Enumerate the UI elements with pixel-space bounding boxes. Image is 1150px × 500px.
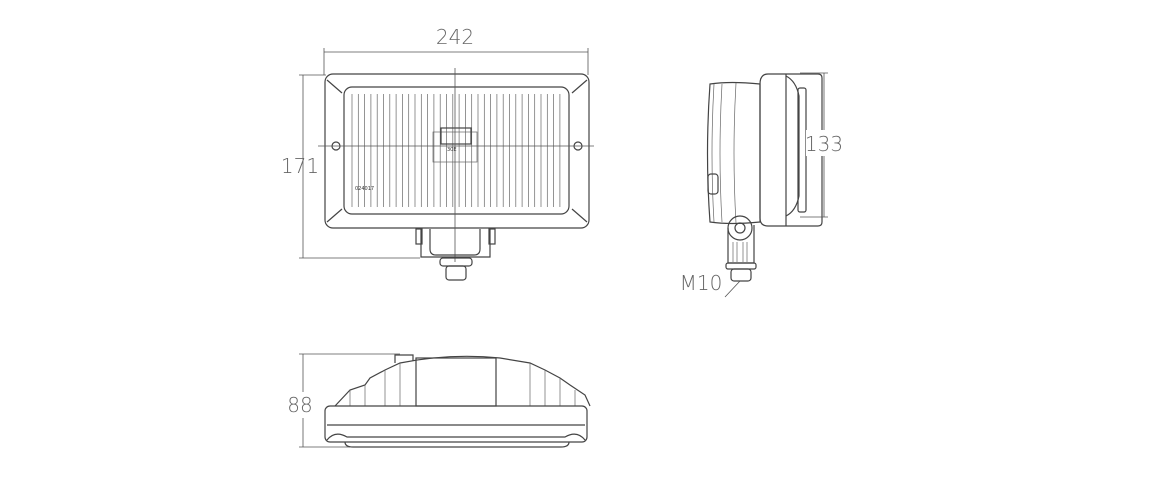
depth-dimension-label: 133: [805, 132, 843, 156]
heat-fins: [334, 355, 591, 407]
base-band: [324, 405, 588, 443]
lens-marking: 024017: [355, 186, 374, 192]
height-dimension-label: 171: [281, 154, 319, 178]
nut: [445, 265, 467, 281]
height-dimension-label-top: 88: [287, 393, 312, 417]
housing-outline: [324, 73, 590, 229]
lens-side: [706, 81, 761, 225]
lens-outline: [343, 86, 570, 215]
lens-ribs: [351, 94, 561, 207]
housing-side: [759, 73, 823, 227]
badge-text: 30E: [447, 147, 457, 153]
thread-label: M10: [680, 271, 723, 295]
pivot-bolt: [727, 215, 753, 241]
mount-bracket: [420, 229, 491, 258]
logo-badge: [440, 127, 472, 145]
width-dimension-label: 242: [436, 25, 474, 49]
top-view: 88: [287, 353, 591, 448]
side-view: 133 M10: [680, 72, 843, 298]
front-view: 242 171 30E 024017: [281, 25, 594, 281]
